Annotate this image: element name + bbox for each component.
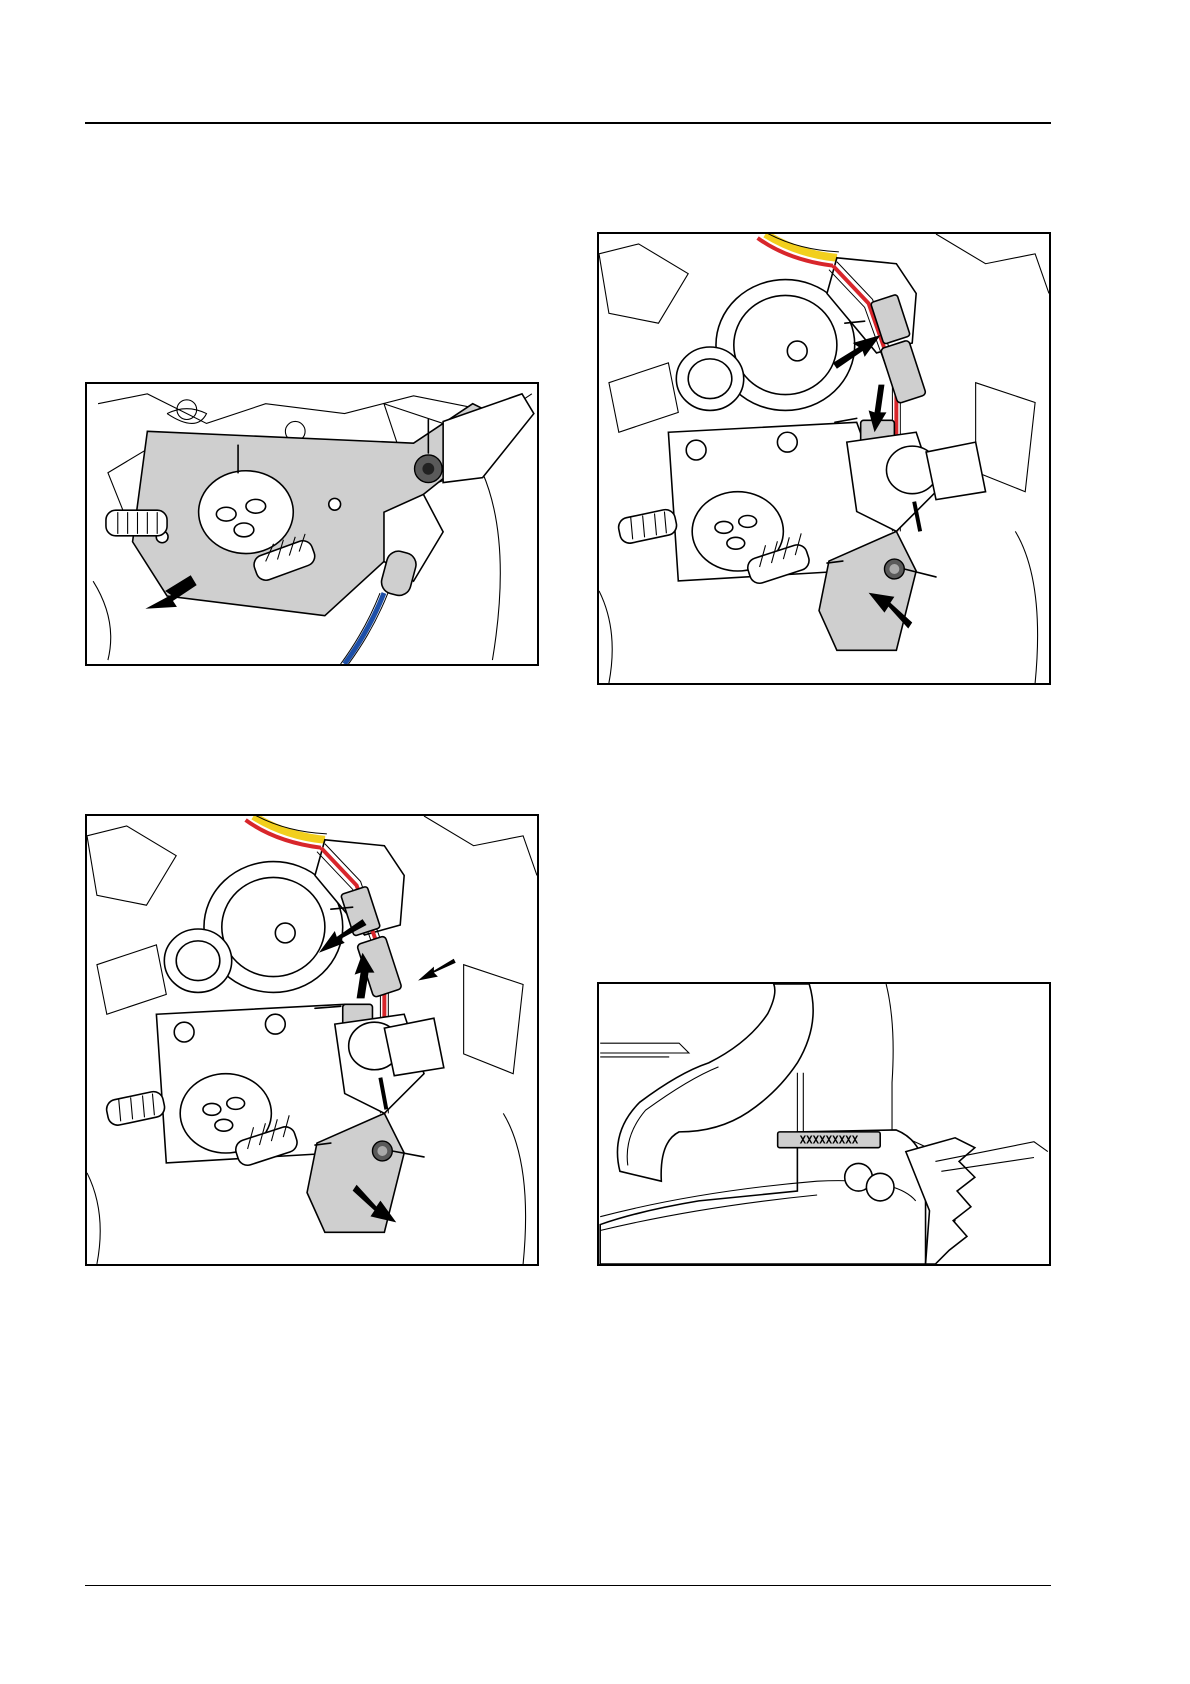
header-rule [85,122,1051,124]
stud-left [105,1090,167,1127]
figure-sensor-connector-fitting [597,232,1051,685]
serial-label-text: XXXXXXXXX [800,1134,859,1147]
figure-sensor-connector-removal [85,814,539,1266]
arrow-icon [418,959,456,981]
sensor-connector-icon [599,234,1049,683]
stud-left [106,510,167,536]
carburetor-plate-icon [87,384,537,664]
footer-rule [85,1585,1051,1586]
serial-label-icon: XXXXXXXXX [599,984,1049,1264]
stud-left [617,508,679,545]
figure-serial-label: XXXXXXXXX [597,982,1051,1266]
sensor-connector-icon [87,816,537,1264]
figure-carburetor-plate-removal [85,382,539,666]
